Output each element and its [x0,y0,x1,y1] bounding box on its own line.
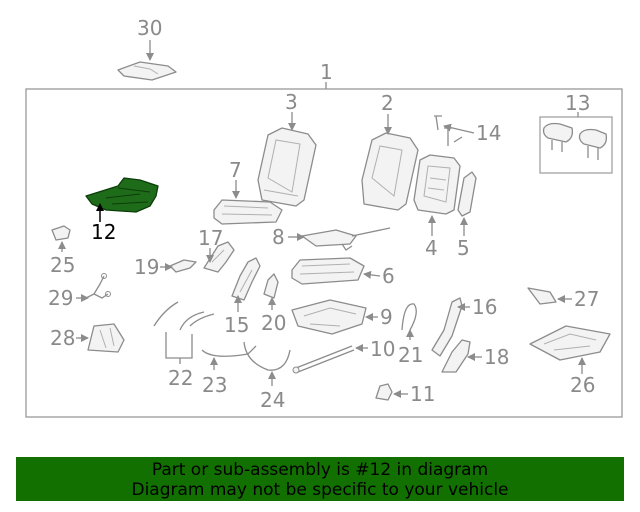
part-26-tray [529,325,611,361]
callout-16: 16 [472,295,497,319]
callout-18: 18 [484,345,509,369]
callout-23: 23 [202,373,227,397]
callout-24: 24 [260,388,285,412]
part-24-rod [243,341,291,371]
part-19-link [169,259,197,273]
part-9-seat-frame [291,299,367,335]
callout-2: 2 [381,91,394,115]
banner-line-2: Diagram may not be specific to your vehi… [131,480,509,500]
part-17-bracket [203,241,235,273]
callout-22: 22 [168,366,193,390]
part-5-side-trim [457,171,477,217]
part-27-pad [527,287,557,305]
callout-9: 9 [380,305,393,329]
callout-28: 28 [50,326,75,350]
part-3-seat-back [257,127,317,207]
part-22-wires [153,301,215,331]
callout-1: 1 [320,60,333,84]
callout-26: 26 [570,373,595,397]
part-18-bracket [441,339,471,373]
callout-7: 7 [229,158,242,182]
part-25-clip [51,225,71,241]
callout-20: 20 [261,311,286,335]
callout-4: 4 [425,236,438,260]
part-13-headrests [542,122,608,160]
callout-6: 6 [382,264,395,288]
callout-19: 19 [134,255,159,279]
callout-15: 15 [224,313,249,337]
part-16-hinge [431,297,463,357]
callout-27: 27 [574,287,599,311]
part-8-panel [301,227,391,251]
callout-25: 25 [50,253,75,277]
parts-diagram: 1 30 3 2 4 5 14 [25,16,623,418]
callout-21: 21 [398,343,423,367]
part-15-hinge [231,257,261,301]
callout-29: 29 [48,286,73,310]
part-6-seat-cushion [291,257,365,285]
part-28-block [87,323,125,353]
part-30-bracket [117,61,177,81]
callout-30: 30 [137,16,162,40]
assembly-frame [25,88,623,418]
callout-12: 12 [91,220,116,244]
part-12-highlighted [85,177,159,213]
info-banner: Part or sub-assembly is #12 in diagram D… [16,457,624,501]
part-7-seat-cushion [213,199,283,225]
part-29-harness [85,273,111,299]
part-20-cover [263,273,279,299]
part-14-guides [434,115,452,146]
callout-3: 3 [285,90,298,114]
callout-8: 8 [272,225,285,249]
part-4-seat-frame [413,154,461,215]
callout-11: 11 [410,382,435,406]
banner-line-1: Part or sub-assembly is #12 in diagram [151,460,489,480]
part-10-rod [292,345,355,374]
callout-17: 17 [198,226,223,250]
part-11-clip [375,383,393,401]
callout-10: 10 [370,337,395,361]
part-2-seat-back [361,132,419,211]
callout-5: 5 [457,236,470,260]
part-21-loop [401,303,417,331]
callout-13: 13 [565,91,590,115]
callout-14: 14 [476,121,501,145]
